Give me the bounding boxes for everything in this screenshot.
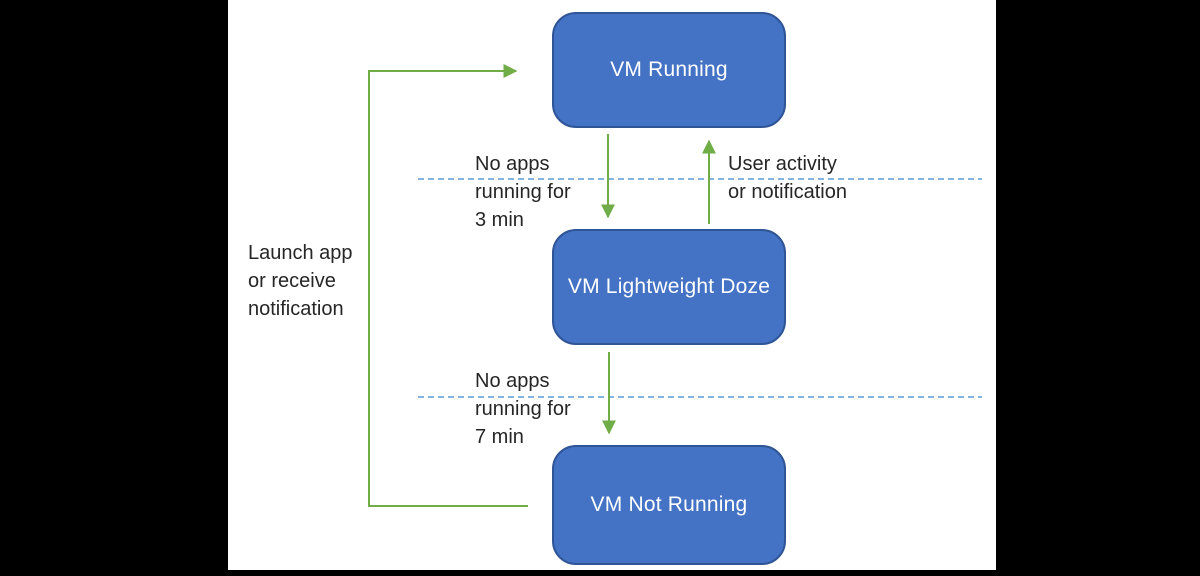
state-label-vm-not-running: VM Not Running [590, 493, 748, 516]
state-label-vm-lightweight-doze: VM Lightweight Doze [567, 275, 771, 298]
state-box-vm-running: VM Running [552, 12, 786, 128]
arrow-notrunning-to-running-loop [368, 64, 528, 507]
state-box-vm-not-running: VM Not Running [552, 445, 786, 565]
diagram-connectors [368, 64, 982, 507]
diagram-canvas: VM Running VM Lightweight Doze VM Not Ru… [228, 0, 996, 570]
edge-label-user-activity: User activity or notification [728, 153, 847, 203]
state-box-vm-lightweight-doze: VM Lightweight Doze [552, 229, 786, 345]
edge-label-launch-app: Launch app or receive notification [248, 242, 353, 320]
edge-label-no-apps-3min: No apps running for 3 min [475, 153, 571, 231]
edge-label-no-apps-7min: No apps running for 7 min [475, 370, 571, 448]
state-label-vm-running: VM Running [610, 58, 728, 81]
